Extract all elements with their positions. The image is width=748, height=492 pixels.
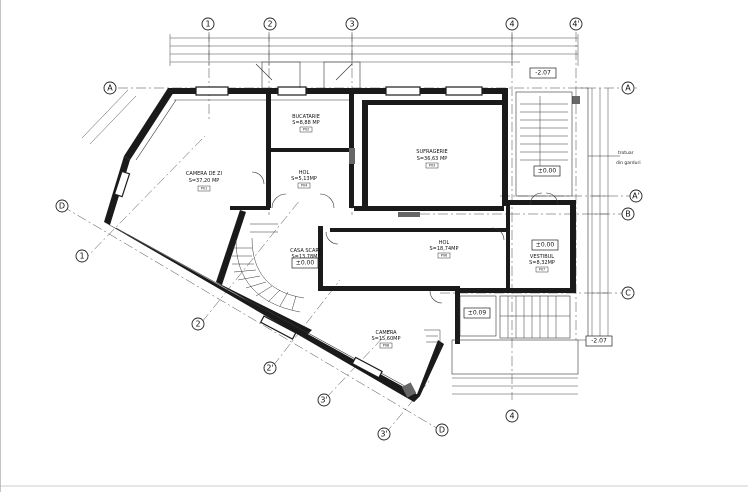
svg-text:2': 2' [266, 364, 273, 373]
room-casa-scarii: CASA SCARII S=13,78MP [290, 248, 322, 260]
room-area: S=36,63 MP [417, 156, 448, 162]
grid-bubble-d3p-b: 3' [377, 427, 391, 441]
grid-bubble-4-bottom: 4 [505, 409, 519, 423]
grid-bubble-d2p: 2' [263, 361, 277, 375]
walls [104, 88, 576, 402]
level-ext-top: -2.07 [529, 67, 557, 79]
svg-text:3: 3 [349, 20, 354, 29]
room-hol-2: HOL S=18,74MP P06 [429, 240, 459, 259]
level-stair: ±0.00 [291, 257, 319, 269]
grid-bubble-C-right: C [621, 286, 635, 300]
grid-bubble-A-left: A [103, 81, 117, 95]
room-name: SUFRAGERIE [416, 149, 447, 155]
grid-bubble-D-bottom: D [435, 423, 449, 437]
svg-text:3': 3' [380, 430, 387, 439]
room-tag: P08 [383, 344, 390, 348]
room-area: S=15,60MP [371, 336, 400, 342]
grid-bubble-2-top: 2 [263, 17, 277, 31]
room-area: S=18,74MP [429, 246, 458, 252]
level-entry-lower: ±0.09 [463, 307, 491, 319]
room-tag: P06 [441, 254, 448, 258]
level-text: -2.07 [591, 338, 607, 345]
sidewalk-note: trotuar din garduri [616, 150, 641, 166]
room-tag: P02 [303, 128, 310, 132]
svg-text:D: D [59, 202, 65, 211]
level-ext-bottom: -2.07 [585, 335, 613, 347]
stair-lower [424, 295, 579, 375]
svg-text:3': 3' [320, 396, 327, 405]
grid-bubble-1-top: 1 [201, 17, 215, 31]
svg-text:2: 2 [195, 320, 200, 329]
room-name: VESTIBUL [530, 254, 554, 260]
room-bucatarie: BUCATARIE S=8,88 MP P02 [292, 114, 320, 133]
svg-text:C: C [625, 289, 631, 298]
svg-text:A': A' [632, 192, 640, 201]
room-area: S=5,13MP [291, 176, 317, 182]
room-sufragerie: SUFRAGERIE S=36,63 MP P03 [416, 149, 448, 169]
level-text: ±0.00 [538, 168, 557, 175]
room-labels: CAMERA DE ZI S=37,20 MP P01 BUCATARIE S=… [186, 114, 555, 349]
level-text: ±0.09 [468, 310, 487, 317]
level-vestibule: ±0.00 [531, 239, 559, 251]
grid-bubble-A-right: A [621, 81, 635, 95]
grid-bubble-d1: 1 [75, 249, 89, 263]
grid-bubble-B-right: B [621, 207, 635, 221]
room-area: S=13,78MP [291, 254, 320, 260]
room-tag: P03 [429, 164, 436, 168]
note-text: trotuar [618, 150, 634, 156]
level-text: -2.07 [535, 70, 551, 77]
grid-bubble-4-top: 4 [505, 17, 519, 31]
svg-text:D: D [439, 426, 445, 435]
level-text: ±0.00 [296, 260, 315, 267]
sidewalk-outline [578, 87, 620, 341]
room-camera-de-zi: CAMERA DE ZI S=37,20 MP P01 [186, 171, 222, 192]
grid-bubble-3-top: 3 [345, 17, 359, 31]
room-name: CAMERA DE ZI [186, 171, 222, 177]
grid-bubble-4p-top: 4' [569, 17, 583, 31]
level-markers: ±0.00 ±0.00 ±0.00 ±0.09 -2.07 -2.07 [291, 67, 613, 347]
grid-bubble-D-left: D [55, 199, 69, 213]
room-area: S=37,20 MP [189, 178, 220, 184]
room-area: S=8,32MP [529, 260, 555, 266]
svg-text:1: 1 [79, 252, 84, 261]
room-tag: P04 [301, 184, 308, 188]
level-text: ±0.00 [536, 242, 555, 249]
grid-bubble-Ap-right: A' [629, 189, 643, 203]
room-camera: CAMERA S=15,60MP P08 [371, 330, 401, 349]
columns [349, 96, 580, 398]
dimension-ticks [208, 34, 608, 294]
svg-text:2: 2 [267, 20, 272, 29]
room-name: HOL [439, 240, 450, 246]
grid-bubble-d2: 2 [191, 317, 205, 331]
room-name: CAMERA [375, 330, 397, 336]
svg-text:4: 4 [509, 20, 514, 29]
room-tag: P07 [539, 268, 546, 272]
stair-main [232, 223, 305, 313]
level-hall-right: ±0.00 [533, 165, 561, 177]
svg-text:1: 1 [205, 20, 210, 29]
stair-entrance [515, 91, 573, 197]
room-hol-1: HOL S=5,13MP P04 [291, 170, 317, 189]
svg-text:B: B [625, 210, 631, 219]
room-vestibul: VESTIBUL S=8,32MP P07 [529, 254, 555, 273]
grid-bubble-d3p-a: 3' [317, 393, 331, 407]
windows [113, 86, 483, 379]
room-name: HOL [299, 170, 310, 176]
doors [251, 171, 559, 304]
room-tag: P01 [201, 187, 208, 191]
bay-windows [255, 61, 361, 88]
room-area: S=8,88 MP [292, 120, 319, 126]
grid-bubbles: 1 2 3 4 4' 4 A A [55, 17, 643, 441]
svg-text:4: 4 [509, 412, 514, 421]
svg-text:A: A [107, 84, 113, 93]
room-name: CASA SCARII [290, 248, 322, 254]
room-name: BUCATARIE [292, 114, 320, 120]
svg-text:4': 4' [572, 20, 579, 29]
svg-text:A: A [625, 84, 631, 93]
note-text: din garduri [616, 160, 641, 166]
